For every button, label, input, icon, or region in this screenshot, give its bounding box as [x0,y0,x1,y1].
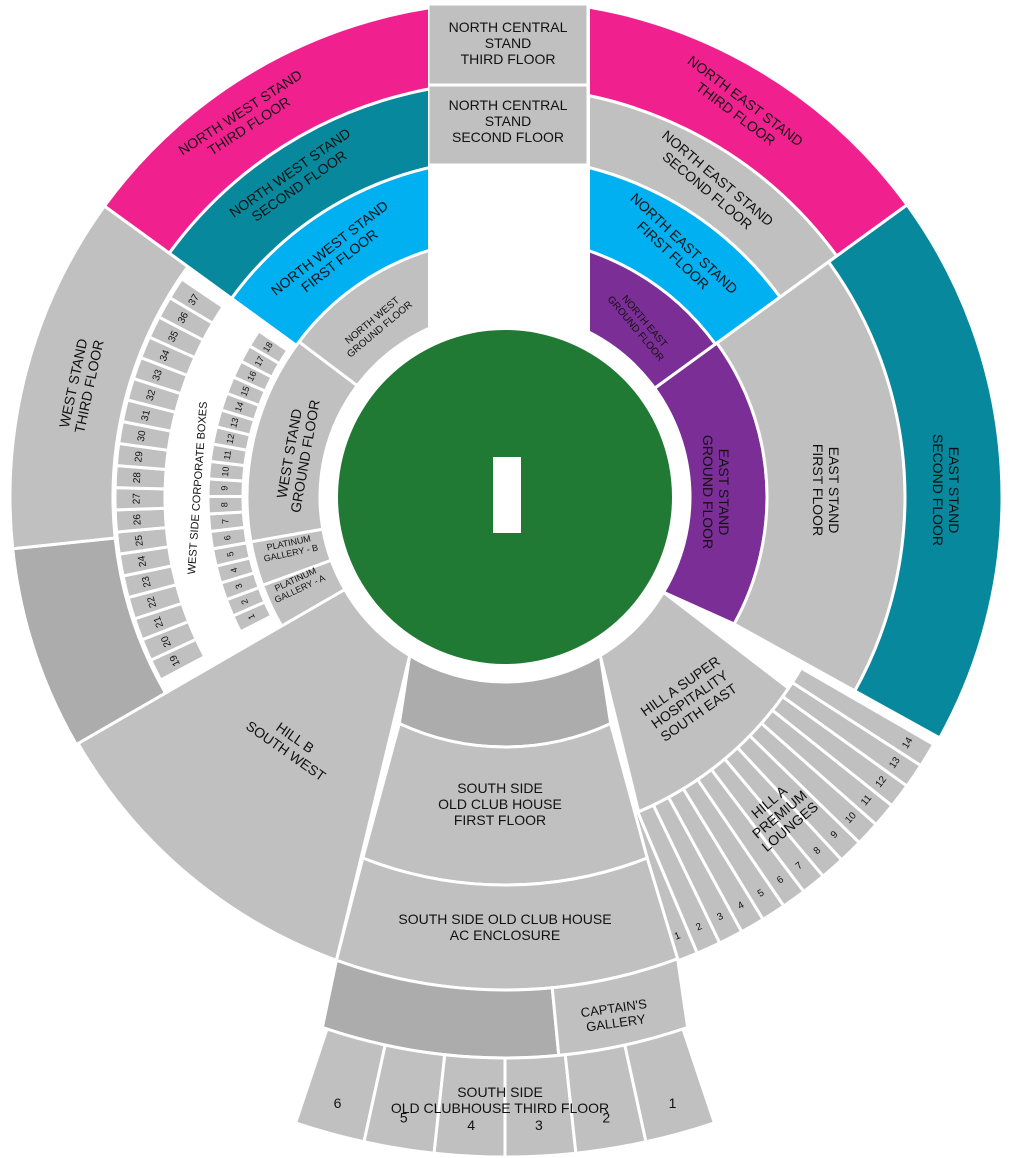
south-third-unit[interactable] [432,1053,507,1158]
west-boxes-outer-unit[interactable] [113,486,167,512]
south-third-unit[interactable] [623,1027,717,1144]
section-south-first[interactable] [360,721,650,887]
hill-a-lounges-unit[interactable] [790,665,936,768]
section-nc-second[interactable] [426,83,590,167]
label-line: WEST SIDE CORPORATE BOXES [186,401,210,575]
west-boxes-outer-unit[interactable] [167,276,226,326]
west-boxes-inner-unit[interactable] [247,328,290,366]
section-east-second[interactable] [826,202,1004,740]
section-nw-third[interactable] [102,2,505,256]
west-boxes-outer-unit[interactable] [113,506,169,534]
section-hill-b[interactable] [76,587,412,963]
section-nc-third[interactable] [426,2,590,87]
section-south-lower[interactable] [397,653,613,749]
west-boxes-inner-unit[interactable] [206,494,246,516]
south-third-unit[interactable] [503,1053,578,1158]
west-boxes-title-label: WEST SIDE CORPORATE BOXES [186,401,210,575]
pitch [493,457,521,533]
